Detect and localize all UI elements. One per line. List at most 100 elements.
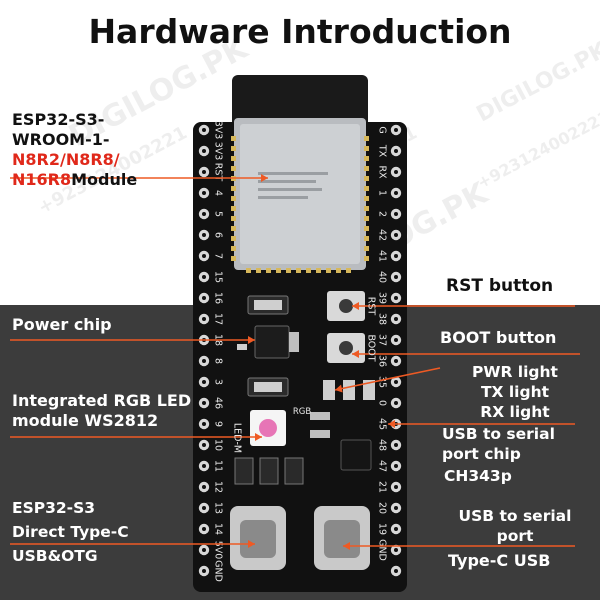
left-pin-label: 7 <box>213 253 224 259</box>
right-pin-label: 42 <box>377 229 388 241</box>
header-pin-hole <box>394 170 398 174</box>
page-title: Hardware Introduction <box>88 12 512 51</box>
module-print <box>258 172 328 199</box>
power-chip-tab <box>289 332 299 352</box>
pointer-line <box>334 367 441 391</box>
tx-led <box>343 380 355 400</box>
module-castellations <box>231 136 369 273</box>
boot-button-cap <box>339 341 353 355</box>
header-pin-hole <box>394 464 398 468</box>
header-pin-hole <box>202 149 206 153</box>
rst-button-cap <box>339 299 353 313</box>
module-pad <box>231 186 236 191</box>
right-pin-label: 1 <box>377 190 388 196</box>
right-pin-label: 48 <box>377 439 388 451</box>
rgb-led-lens <box>259 419 277 437</box>
header-pin-hole <box>202 254 206 258</box>
right-pin-label: G <box>377 126 388 133</box>
resistor <box>237 344 247 350</box>
module-pad <box>231 136 236 141</box>
left-pin-label: 3 <box>213 379 224 385</box>
module-pad <box>364 196 369 201</box>
header-pin-hole <box>394 485 398 489</box>
module-pad <box>364 206 369 211</box>
module-pad <box>296 268 301 273</box>
header-pin-hole <box>394 128 398 132</box>
module-pad <box>364 186 369 191</box>
right-pin-label: 38 <box>377 313 388 325</box>
diode <box>234 457 254 485</box>
usb-c-serial-port <box>324 520 360 558</box>
right-pin-label: RX <box>377 165 388 179</box>
rx-light-label: RX light <box>480 403 550 421</box>
module-pad <box>364 146 369 151</box>
pwr-light-label: PWR light <box>472 363 558 381</box>
header-pin-hole <box>202 233 206 237</box>
pointer-arrowhead <box>343 542 350 550</box>
header-pin-hole <box>202 296 206 300</box>
left-pin-label: 6 <box>213 232 224 238</box>
header-pin-hole <box>202 317 206 321</box>
right-pin-label: 20 <box>377 502 388 514</box>
ledm-silk-label: LED-M <box>232 423 243 453</box>
module-pad <box>364 246 369 251</box>
rgb-silk-label: RGB <box>293 407 311 417</box>
header-pin-hole <box>202 485 206 489</box>
module-pad <box>231 226 236 231</box>
header-pin-hole <box>202 506 206 510</box>
module-pad <box>364 256 369 261</box>
right-pin-label: 47 <box>377 460 388 472</box>
module-pad <box>231 246 236 251</box>
module-pad <box>364 176 369 181</box>
header-pin-hole <box>394 212 398 216</box>
pointer-arrowhead <box>388 420 395 428</box>
tx-light-label: TX light <box>480 383 550 401</box>
rst-button-label: RST button <box>446 276 554 296</box>
typec-usb-label: Type-C USB <box>448 551 551 570</box>
module-pad <box>364 136 369 141</box>
module-pad <box>231 146 236 151</box>
right-pin-label: 37 <box>377 334 388 346</box>
rgb-led-label: Integrated RGB LED module WS2812 <box>12 391 192 430</box>
right-pin-label: GND <box>377 539 388 561</box>
pointer-arrowhead <box>255 433 262 441</box>
module-pad <box>336 268 341 273</box>
header-pin-hole <box>202 212 206 216</box>
header-pin-hole <box>394 254 398 258</box>
header-pin-hole <box>202 401 206 405</box>
module-pad <box>256 268 261 273</box>
header-pin-hole <box>202 191 206 195</box>
header-pin-hole <box>202 548 206 552</box>
rx-led <box>363 380 375 400</box>
header-pin-hole <box>394 359 398 363</box>
header-pin-hole <box>202 275 206 279</box>
module-pad <box>364 166 369 171</box>
rst-silk-label: RST <box>366 297 377 316</box>
usb-c-otg-port <box>240 520 276 558</box>
right-pin-label: 35 <box>377 376 388 388</box>
header-pin-hole <box>394 443 398 447</box>
usb-serial-port-label: USB to serial port <box>458 507 572 545</box>
module-pad <box>364 236 369 241</box>
module-pad <box>326 268 331 273</box>
header-pin-hole <box>202 170 206 174</box>
module-pad <box>306 268 311 273</box>
header-pin-hole <box>394 191 398 195</box>
left-pin-label: 4 <box>213 190 224 196</box>
module-pad <box>276 268 281 273</box>
module-pad <box>266 268 271 273</box>
module-pad <box>231 216 236 221</box>
diode <box>284 457 304 485</box>
pointer-arrowhead <box>248 336 255 344</box>
usb-serial-chip-label: USB to serial port chip <box>442 425 555 463</box>
header-pin-hole <box>394 527 398 531</box>
left-pin-label: 14 <box>213 523 224 535</box>
header-pin-hole <box>202 569 206 573</box>
ch343p-label: CH343p <box>444 467 512 485</box>
left-pin-label: 11 <box>213 460 224 472</box>
left-pin-label: 5 <box>213 211 224 217</box>
pointer-arrowhead <box>352 302 359 310</box>
